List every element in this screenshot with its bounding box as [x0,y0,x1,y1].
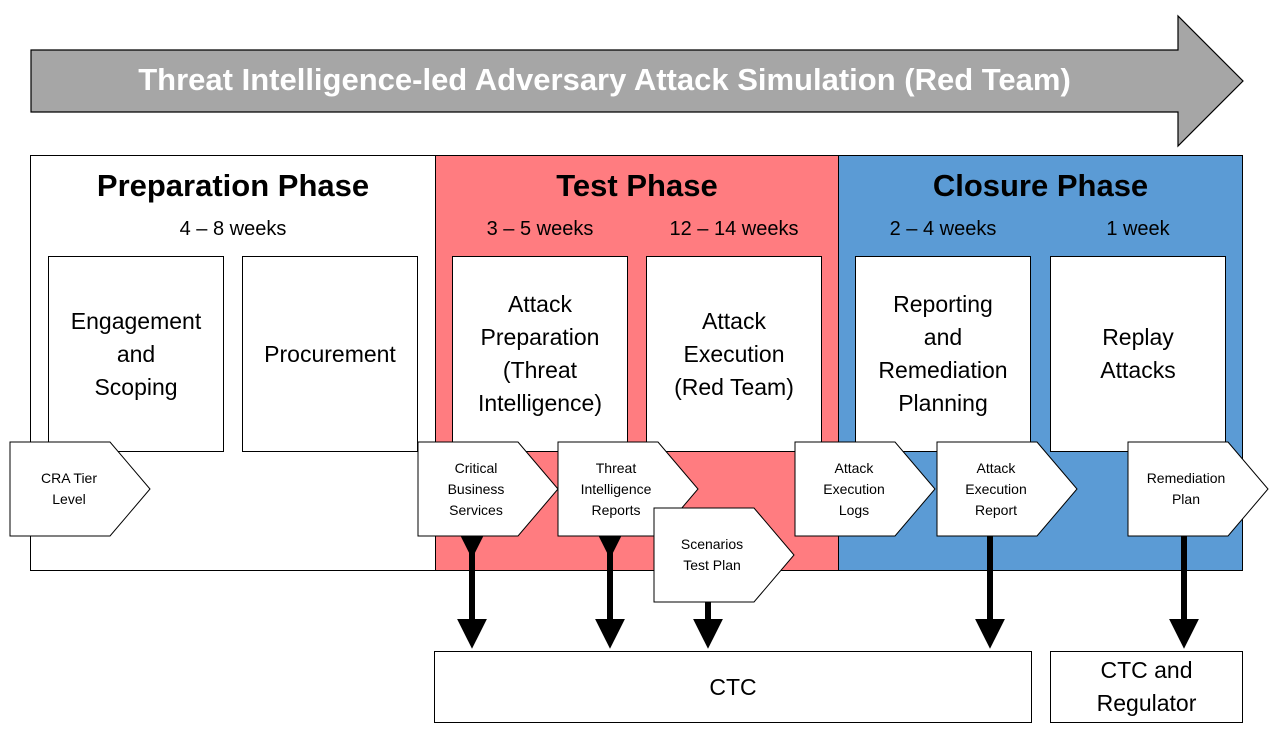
reporting-remediation-box: Reporting and Remediation Planning [855,256,1031,452]
cra-tier-level-label: CRA Tier Level [40,470,97,507]
preparation-duration: 4 – 8 weeks [179,218,287,240]
attack-preparation-box: Attack Preparation (Threat Intelligence) [452,256,628,452]
critical-business-services-chevron: Critical Business Services [417,441,559,537]
ctc-regulator-box: CTC and Regulator [1050,651,1243,723]
procurement-box: Procurement [242,256,418,452]
reporting-duration: 2 – 4 weeks [889,218,997,240]
banner-title: Threat Intelligence-led Adversary Attack… [138,62,1071,97]
attack-execution-report-label: Attack Execution Report [965,459,1027,518]
critical-business-services-label: Critical Business Services [447,459,505,518]
test-phase-title: Test Phase [556,168,718,203]
attack-execution-box: Attack Execution (Red Team) [646,256,822,452]
timeline-banner-arrow: Threat Intelligence-led Adversary Attack… [0,0,1274,150]
attack-prep-duration: 3 – 5 weeks [486,218,594,240]
closure-phase-title: Closure Phase [932,168,1149,203]
scenarios-test-plan-label: Scenarios Test Plan [680,536,744,573]
attack-execution-logs-label: Attack Execution Logs [823,459,885,518]
remediation-plan-chevron: Remediation Plan [1127,441,1269,537]
scenarios-test-plan-chevron: Scenarios Test Plan [653,507,795,603]
engagement-scoping-box: Engagement and Scoping [48,256,224,452]
remediation-plan-label: Remediation Plan [1146,470,1226,507]
replay-attacks-box: Replay Attacks [1050,256,1226,452]
attack-execution-logs-chevron: Attack Execution Logs [794,441,936,537]
replay-duration: 1 week [1106,218,1170,240]
preparation-phase-title: Preparation Phase [96,168,370,203]
threat-intelligence-reports-label: Threat Intelligence Reports [580,459,652,518]
cra-tier-level-chevron: CRA Tier Level [9,441,151,537]
attack-execution-report-chevron: Attack Execution Report [936,441,1078,537]
attack-exec-duration: 12 – 14 weeks [669,218,799,240]
banner-arrow-shape [30,14,1244,148]
ctc-box: CTC [434,651,1032,723]
